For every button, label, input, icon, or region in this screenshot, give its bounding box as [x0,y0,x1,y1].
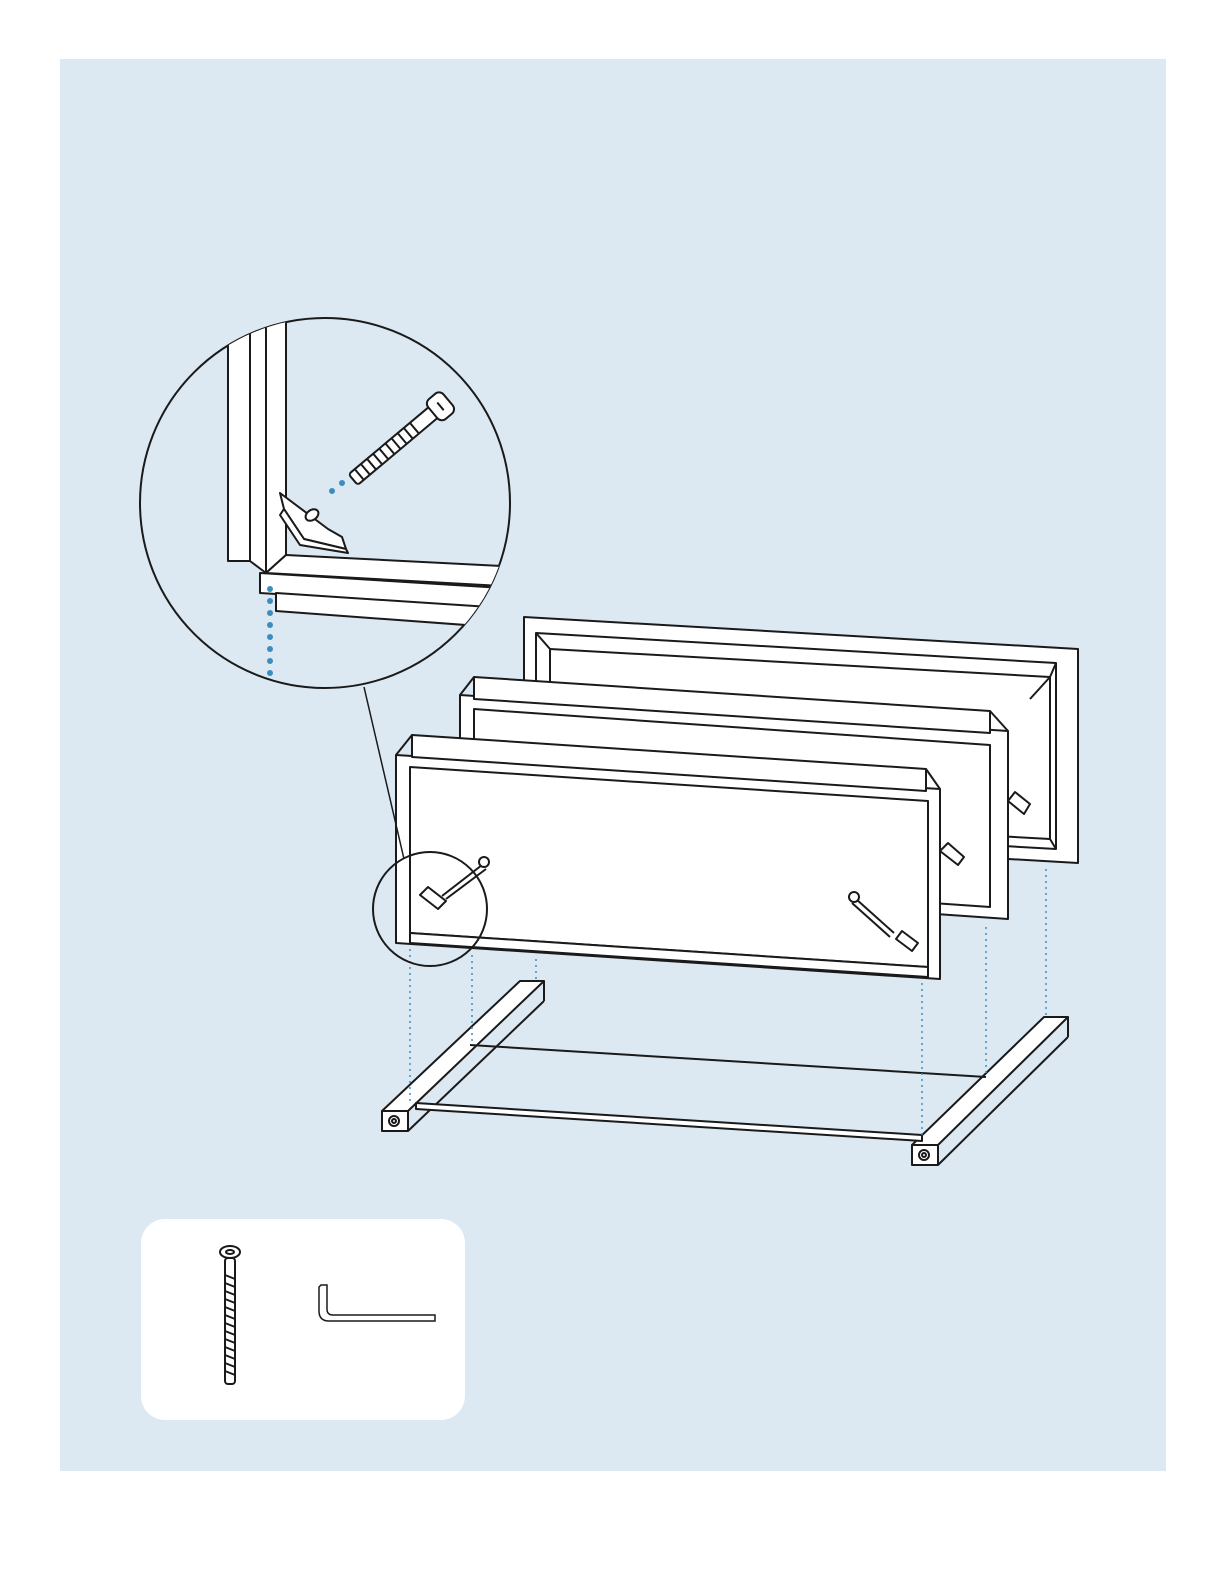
front-panel [396,735,940,979]
allen-key-icon [319,1285,435,1321]
bolt-icon [220,1246,240,1384]
parts-box [141,1219,465,1420]
instruction-panel [60,59,1166,1471]
